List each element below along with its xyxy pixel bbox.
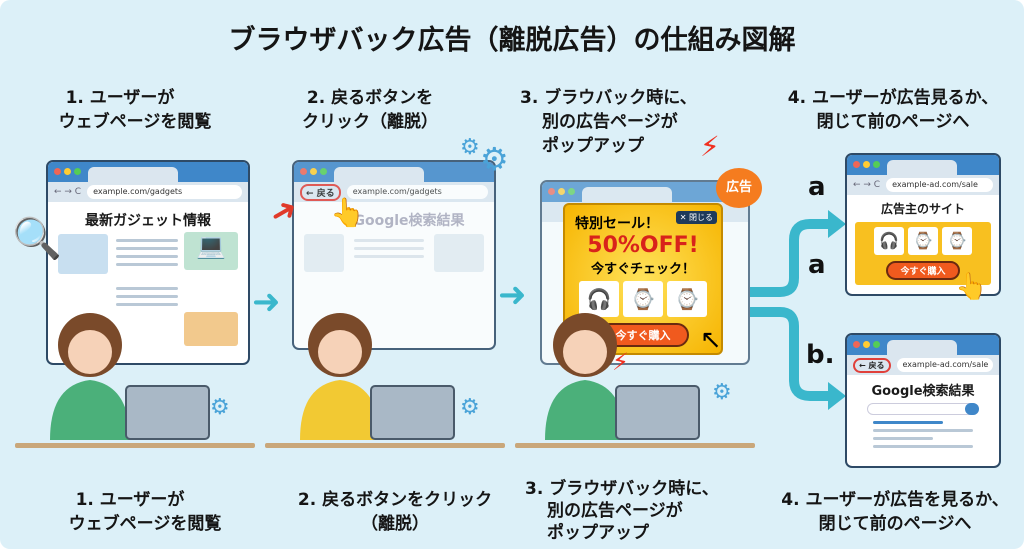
laptop-icon xyxy=(615,385,700,440)
hand-cursor-icon: 👆 xyxy=(955,272,988,302)
phone-icon xyxy=(184,312,238,346)
lightning-icon: ⚡ xyxy=(612,348,629,376)
step2-label-bottom: 2. 戻るボタンをクリック（離脱） xyxy=(297,490,493,534)
desk xyxy=(515,443,755,448)
faded-heading: Google検索結果 xyxy=(353,213,465,229)
mouse-cursor-icon: ↖ xyxy=(700,325,722,355)
back-button[interactable]: ← 戻る xyxy=(853,357,891,373)
discount-text: 50%OFF! xyxy=(587,233,699,258)
step4-label-bottom: 4. ユーザーが広告を見るか、閉じて前のページへ xyxy=(781,490,1009,534)
laptop-icon xyxy=(370,385,455,440)
laptop-icon xyxy=(125,385,210,440)
advertiser-heading: 広告主のサイト xyxy=(880,202,965,216)
person-step3 xyxy=(545,313,625,440)
buy-now-button[interactable]: 今すぐ購入 xyxy=(886,261,960,280)
desk xyxy=(15,443,255,448)
url-bar[interactable]: example.com/gadgets xyxy=(87,185,242,199)
hand-cursor-icon: 👆 xyxy=(330,196,365,229)
url-bar[interactable]: example-ad.com/sale xyxy=(896,358,993,372)
close-button[interactable]: ✕ 閉じる xyxy=(675,211,717,224)
search-heading: Google検索結果 xyxy=(871,384,975,399)
headphones-icon: 🎧 xyxy=(874,227,904,255)
gear-icon: ⚙ xyxy=(210,395,230,420)
step2-label-top: 2. 戻るボタンをクリック（離脱） xyxy=(302,88,438,132)
gear-icon: ⚙ xyxy=(460,135,480,160)
back-button[interactable]: ← 戻る xyxy=(300,183,341,201)
headphones-icon: 🎧 xyxy=(579,281,619,317)
arrow-right-icon: ➜ xyxy=(498,275,527,315)
step3-label-bottom: 3. ブラウザバック時に、別の広告ページがポップアップ xyxy=(525,479,719,543)
nav-arrows-icon: ← → C xyxy=(54,187,82,197)
laptop-icon: 💻 xyxy=(184,232,238,270)
search-icon[interactable] xyxy=(965,403,979,415)
gear-icon: ⚙ xyxy=(480,140,509,178)
sale-text: 特別セール！ xyxy=(575,216,659,232)
ad-badge: 広告 xyxy=(716,168,762,208)
url-bar[interactable]: example.com/gadgets xyxy=(346,185,488,199)
watch-icon: ⌚ xyxy=(942,227,972,255)
magnifier-icon: 🔍 xyxy=(12,216,62,262)
smartwatch-icon: ⌚ xyxy=(623,281,663,317)
page-heading: 最新ガジェット情報 xyxy=(85,213,211,229)
check-text: 今すぐチェック！ xyxy=(590,262,695,277)
step3-label-top: 3. ブラウバック時に、別の広告ページがポップアップ xyxy=(520,88,697,156)
browser-window-step1: ← → C example.com/gadgets 最新ガジェット情報 💻 xyxy=(46,160,250,365)
option-a-label: a xyxy=(808,172,826,202)
browser-window-search: ← 戻る example-ad.com/sale Google検索結果 xyxy=(845,333,1001,468)
desk xyxy=(265,443,505,448)
step1-label-bottom: 1. ユーザーがウェブページを閲覧 xyxy=(68,490,222,534)
page-title: ブラウザバック広告（離脱広告）の仕組み図解 xyxy=(228,25,796,56)
option-a-label: a xyxy=(808,250,826,280)
gear-icon: ⚙ xyxy=(712,380,732,405)
branch-arrows xyxy=(750,210,846,410)
option-b-label: b. xyxy=(806,340,835,370)
arrow-right-icon: ➜ xyxy=(252,282,281,322)
search-input[interactable] xyxy=(867,403,979,415)
image-placeholder xyxy=(58,234,108,274)
person-step1 xyxy=(50,313,130,440)
url-bar[interactable]: example-ad.com/sale xyxy=(886,178,993,192)
step1-label-top: 1. ユーザーがウェブページを閲覧 xyxy=(58,88,212,132)
watch-icon: ⌚ xyxy=(667,281,707,317)
person-step2 xyxy=(300,313,380,440)
gear-icon: ⚙ xyxy=(460,395,480,420)
step4-label-top: 4. ユーザーが広告見るか、閉じて前のページへ xyxy=(787,88,999,132)
lightning-icon: ⚡ xyxy=(700,130,720,163)
smartwatch-icon: ⌚ xyxy=(908,227,938,255)
